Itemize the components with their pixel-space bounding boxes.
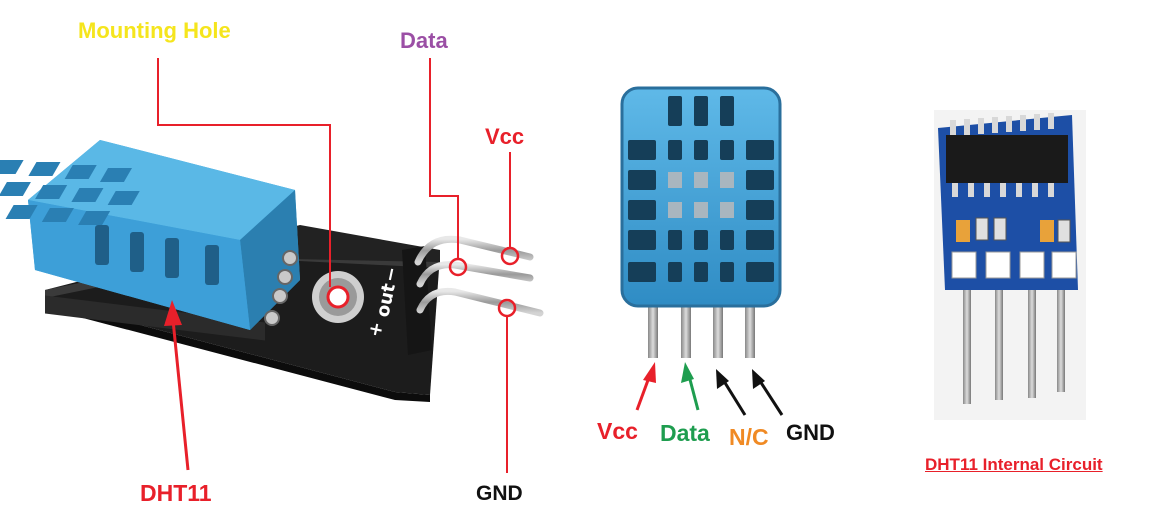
label-data-top: Data <box>400 28 448 53</box>
module-pins <box>414 235 544 317</box>
sensor-inner-squares <box>668 172 734 218</box>
leader-lines <box>157 58 511 473</box>
ic-chip <box>946 135 1068 183</box>
dht11-module-photo: + out − <box>0 58 544 473</box>
pcb-strip <box>45 295 265 341</box>
sensor-legs <box>648 300 755 358</box>
mounting-hole <box>312 271 364 323</box>
ic-legs <box>952 183 1054 197</box>
bottom-pads <box>951 251 1077 279</box>
sensor-notches <box>668 96 734 126</box>
dht11-sensor-illustration <box>620 86 784 416</box>
solder-pads <box>264 250 298 326</box>
label-pin-gnd: GND <box>786 420 835 445</box>
label-mounting-hole: Mounting Hole <box>78 18 231 43</box>
label-internal-circuit: DHT11 Internal Circuit <box>925 455 1103 474</box>
pcb-edge <box>45 250 440 298</box>
pin-arrows <box>635 362 784 416</box>
label-gnd-left: GND <box>476 482 523 505</box>
sensor-body <box>620 86 782 308</box>
sensor-grid <box>628 140 774 282</box>
label-pin-vcc: Vcc <box>597 418 638 444</box>
silk-plus: + <box>364 320 388 339</box>
circuit-legs <box>963 282 1065 404</box>
smd-components <box>956 217 1071 243</box>
label-dht11: DHT11 <box>140 480 212 506</box>
label-pin-nc: N/C <box>729 424 769 450</box>
top-header-pins <box>950 113 1054 136</box>
internal-circuit-photo <box>934 110 1086 420</box>
silk-minus: − <box>379 265 403 284</box>
label-pin-data: Data <box>660 420 710 446</box>
sensor-housing <box>0 140 300 330</box>
label-vcc-top: Vcc <box>485 124 525 149</box>
dht11-arrow <box>164 300 190 471</box>
pcb-front-edge <box>45 300 430 402</box>
